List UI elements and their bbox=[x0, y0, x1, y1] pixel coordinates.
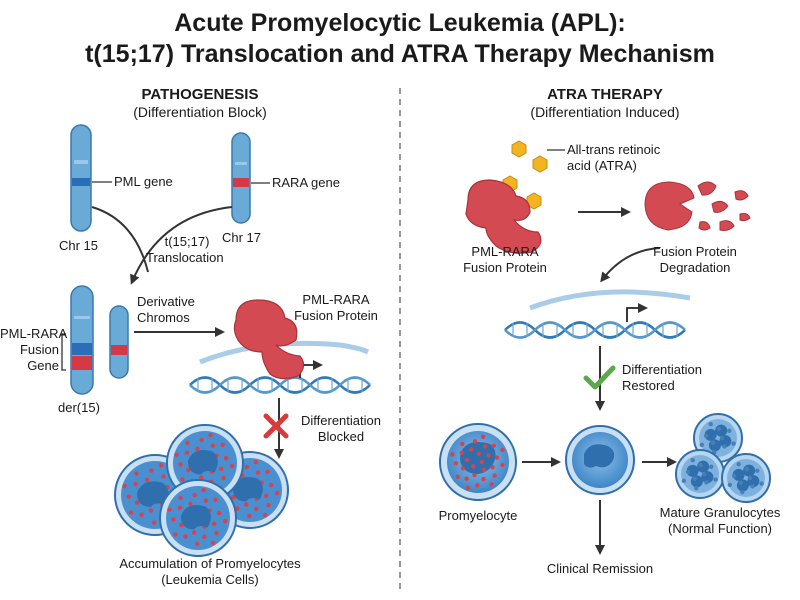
fusion-gene-label-line-2: Fusion bbox=[19, 342, 59, 357]
degradation-label-line-1: Fusion Protein bbox=[653, 244, 737, 259]
fusion-gene-label: PML-RARA Fusion Gene bbox=[0, 326, 68, 374]
leukemia-cell bbox=[159, 479, 237, 557]
chr17-chromosome bbox=[231, 132, 251, 224]
blocked-label: Differentiation Blocked bbox=[286, 413, 396, 445]
atra-label-line-1: All-trans retinoic bbox=[567, 142, 661, 157]
rara-gene-label: RARA gene bbox=[272, 175, 340, 190]
blocked-label-line-2: Blocked bbox=[317, 429, 365, 444]
fusion-gene-label-line-3: Gene bbox=[27, 358, 59, 373]
mature-granulocytes bbox=[675, 413, 771, 503]
clinical-remission-label: Clinical Remission bbox=[546, 561, 654, 576]
accumulation-label-line-1: Accumulation of Promyelocytes bbox=[119, 556, 301, 571]
degraded-protein bbox=[644, 181, 751, 231]
atra-label-line-2: acid (ATRA) bbox=[567, 158, 637, 173]
blocked-label-line-1: Differentiation bbox=[301, 413, 381, 428]
to-dna-arrow bbox=[600, 247, 661, 283]
promyelocyte-label: Promyelocyte bbox=[438, 508, 518, 523]
atra-molecule-icon bbox=[502, 140, 548, 210]
pathogenesis-heading: PATHOGENESIS bbox=[141, 86, 259, 103]
right-fusion-protein-label: PML-RARA Fusion Protein bbox=[450, 244, 560, 276]
pml-gene-label: PML gene bbox=[114, 174, 173, 189]
chr15-chromosome bbox=[70, 124, 92, 232]
promyelocyte-cell bbox=[439, 423, 517, 501]
title-line-1: Acute Promyelocytic Leukemia (APL): bbox=[174, 9, 626, 37]
restored-label-line-2: Restored bbox=[622, 378, 675, 393]
chr17-label: Chr 17 bbox=[222, 230, 262, 245]
accumulation-label-line-2: (Leukemia Cells) bbox=[161, 572, 259, 587]
translocation-arrow bbox=[130, 206, 233, 285]
dna-helix-left bbox=[189, 340, 371, 394]
translocation-label-line-1: t(15;17) bbox=[164, 234, 210, 249]
derivative-label-line-1: Derivative bbox=[137, 294, 195, 309]
leukemia-cell-cluster bbox=[114, 424, 289, 557]
degradation-label: Fusion Protein Degradation bbox=[640, 244, 750, 276]
translocation-label-line-2: Translocation bbox=[146, 250, 224, 265]
dna-helix-right bbox=[504, 289, 691, 339]
atra-subheading: (Differentiation Induced) bbox=[530, 104, 680, 120]
pathogenesis-subheading: (Differentiation Block) bbox=[133, 104, 267, 120]
right-fusion-protein-line-2: Fusion Protein bbox=[463, 260, 547, 275]
right-fusion-protein-line-1: PML-RARA bbox=[471, 244, 539, 259]
left-fusion-protein-label: PML-RARA Fusion Protein bbox=[286, 292, 386, 324]
chr15-label: Chr 15 bbox=[59, 238, 99, 253]
left-fusion-protein-line-1: PML-RARA bbox=[302, 292, 370, 307]
mature-label-line-2: (Normal Function) bbox=[667, 521, 773, 536]
chr15-to-translocation-arrow bbox=[91, 206, 149, 273]
derivative-label-line-2: Chromos bbox=[137, 310, 190, 325]
granulocyte-cell bbox=[721, 453, 771, 503]
der17-chromosome bbox=[109, 305, 129, 379]
pml-rara-protein-right bbox=[465, 179, 542, 254]
cross-icon bbox=[263, 413, 289, 439]
pml-rara-protein-left bbox=[233, 299, 305, 380]
accumulation-label: Accumulation of Promyelocytes (Leukemia … bbox=[80, 556, 340, 588]
der15-chromosome bbox=[70, 285, 94, 395]
intermediate-cell bbox=[565, 425, 635, 495]
mature-label-line-1: Mature Granulocytes bbox=[659, 505, 781, 520]
atra-heading: ATRA THERAPY bbox=[547, 86, 663, 103]
fusion-gene-bracket bbox=[61, 333, 66, 371]
fusion-gene-label-line-1: PML-RARA bbox=[0, 326, 68, 341]
check-icon bbox=[583, 365, 616, 390]
page-title: Acute Promyelocytic Leukemia (APL): t(15… bbox=[0, 8, 800, 70]
restored-label-line-1: Differentiation bbox=[622, 362, 702, 377]
translocation-label: t(15;17) bbox=[152, 234, 222, 250]
title-line-2: t(15;17) Translocation and ATRA Therapy … bbox=[85, 40, 715, 68]
left-fusion-protein-line-2: Fusion Protein bbox=[294, 308, 378, 323]
degradation-label-line-2: Degradation bbox=[659, 260, 731, 275]
der15-label: der(15) bbox=[58, 400, 100, 415]
mature-granulocytes-label: Mature Granulocytes (Normal Function) bbox=[645, 505, 795, 537]
granulocyte-cell bbox=[675, 449, 725, 499]
